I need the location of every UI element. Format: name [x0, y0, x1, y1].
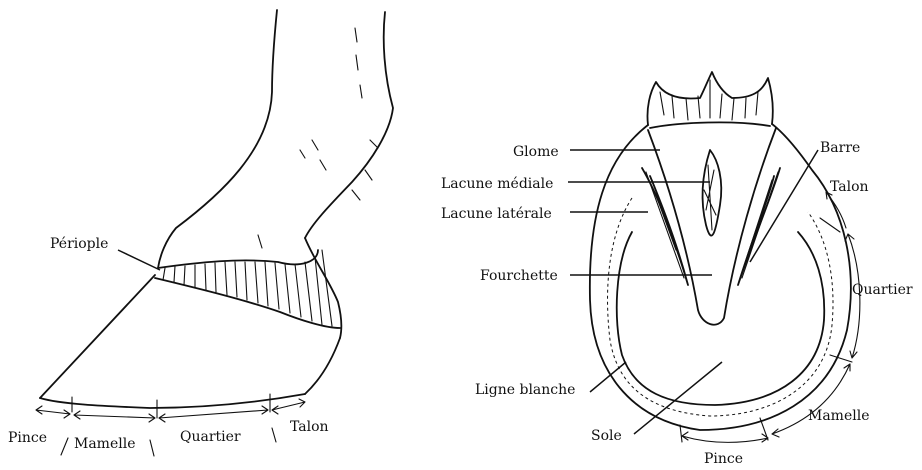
label-quartier-side: Quartier: [180, 429, 241, 445]
label-lacune-laterale: Lacune latérale: [441, 206, 552, 222]
label-talon-sole: Talon: [830, 179, 869, 195]
label-pince-sole: Pince: [704, 451, 743, 467]
arrow-mamelle: [74, 411, 155, 422]
hoof-side-view: [36, 10, 393, 456]
coronet-upper: [158, 250, 318, 268]
label-ligne-blanche: Ligne blanche: [475, 382, 575, 398]
leg-back-outline: [305, 12, 393, 238]
wall-divider-quartier-mamelle: [830, 355, 852, 362]
label-lacune-mediale: Lacune médiale: [441, 176, 553, 192]
leg-hair-strokes: [258, 28, 378, 248]
label-pince-side: Pince: [8, 430, 47, 446]
wall-divider-pince-left: [680, 425, 682, 442]
arrow-pince: [36, 406, 70, 418]
hoof-heel: [305, 338, 340, 394]
wall-divider-talon-quartier: [820, 218, 840, 232]
label-mamelle-sole: Mamelle: [808, 408, 869, 424]
glome-band: [650, 122, 770, 128]
sole-inner-edge: [617, 232, 825, 405]
label-talon-side: Talon: [290, 419, 329, 435]
leg-front-outline: [158, 10, 277, 268]
label-quartier-sole: Quartier: [852, 282, 913, 298]
leader-periople: [118, 250, 160, 270]
label-glome: Glome: [513, 144, 559, 160]
arrow-mamelle-sole: [772, 364, 850, 437]
label-fourchette: Fourchette: [480, 268, 558, 284]
hoof-sole-view: [568, 72, 860, 442]
hoof-wall-front: [40, 275, 155, 398]
label-periople: Périople: [50, 236, 108, 252]
label-mamelle-side: Mamelle: [74, 436, 135, 452]
label-barre: Barre: [820, 140, 860, 156]
outer-wall: [590, 124, 851, 430]
heel-bulbs-hair: [660, 80, 758, 120]
hoof-ground: [40, 394, 305, 408]
label-sole: Sole: [591, 428, 622, 444]
arrow-talon: [272, 399, 305, 414]
arrow-pince-sole: [682, 432, 768, 442]
